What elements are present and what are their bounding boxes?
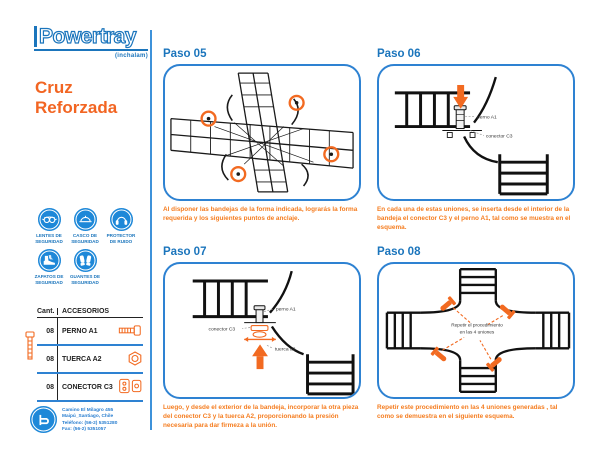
bolt-side-icon xyxy=(24,331,36,367)
step-title: Paso 05 xyxy=(163,48,207,60)
name-header: ACCESORIOS xyxy=(57,308,143,315)
conector-c3-label: conector C3 xyxy=(486,133,513,139)
accessories-table: Cant. ACCESORIOS 08 PERNO A1 08 TUERCA A… xyxy=(37,308,143,402)
qty-header: Cant. xyxy=(37,308,55,315)
step-paso-05: Paso 05 xyxy=(163,48,361,224)
table-row-conector: 08 CONECTOR C3 xyxy=(37,374,143,402)
step-caption: Repetir este procedimiento en las 4 unio… xyxy=(377,404,558,420)
gloves-icon xyxy=(73,249,97,273)
step-diagram-box xyxy=(163,64,361,201)
step-diagram-box: Repetir el procedimiento en las 4 unione… xyxy=(377,262,575,399)
page-title: Cruz Reforzada xyxy=(35,78,118,117)
step-title: Paso 06 xyxy=(377,48,421,60)
cross-tray-diagram xyxy=(170,72,354,193)
perno-a1-label: perno A1 xyxy=(477,115,497,121)
step-caption: En cada una de estas uniones, se inserta… xyxy=(377,206,571,231)
table-row-perno: 08 PERNO A1 xyxy=(37,318,143,346)
boots-icon xyxy=(37,249,61,273)
contact-block: Camino El Milagro 455 Maipú_Santiago, Ch… xyxy=(30,406,117,434)
ear-protection-icon xyxy=(109,208,133,231)
inchalam-logo-icon xyxy=(30,406,57,433)
logo-underline xyxy=(34,49,148,51)
table-row-tuerca: 08 TUERCA A2 xyxy=(37,346,143,374)
contact-address: Camino El Milagro 455 Maipú_Santiago, Ch… xyxy=(62,408,118,433)
center-note-line1: Repetir el procedimiento xyxy=(451,323,503,329)
tuerca-a2-label: tuerca a2 xyxy=(275,346,296,352)
inchalam-sublogo: (inchalam) xyxy=(114,53,148,59)
union-insert-diagram: perno A1 conector C3 xyxy=(394,76,549,196)
nut-icon xyxy=(127,350,143,368)
center-note-line2: en las 4 uniones xyxy=(460,329,495,335)
accessories-header: Cant. ACCESORIOS xyxy=(37,308,143,318)
goggles-icon xyxy=(37,208,61,231)
union-fasten-diagram: perno A1 conector C3 tuerca a2 xyxy=(192,270,355,396)
step-caption: Al disponer las bandejas de la forma ind… xyxy=(163,206,358,222)
brand-logo: Powertray (inchalam) xyxy=(34,25,148,59)
vertical-divider xyxy=(150,30,152,430)
step-paso-07: Paso 07 xyxy=(163,246,361,431)
repeat-unions-diagram: Repetir el procedimiento en las 4 unione… xyxy=(385,267,571,394)
perno-a1-label: perno A1 xyxy=(276,307,296,313)
step-paso-08: Paso 08 xyxy=(377,246,575,422)
bolt-icon xyxy=(118,324,143,339)
step-caption: Luego, y desde el exterior de la bandeja… xyxy=(163,404,359,429)
conector-c3-label: conector C3 xyxy=(209,327,236,333)
powertray-logo: Powertray xyxy=(34,25,148,48)
step-paso-06: Paso 06 xyxy=(377,48,575,233)
step-diagram-box: perno A1 conector C3 tuerca a2 xyxy=(163,262,361,399)
connector-icon xyxy=(118,378,143,396)
step-diagram-box: perno A1 conector C3 xyxy=(377,64,575,201)
step-title: Paso 08 xyxy=(377,246,421,258)
helmet-icon xyxy=(73,208,97,231)
step-title: Paso 07 xyxy=(163,246,207,258)
